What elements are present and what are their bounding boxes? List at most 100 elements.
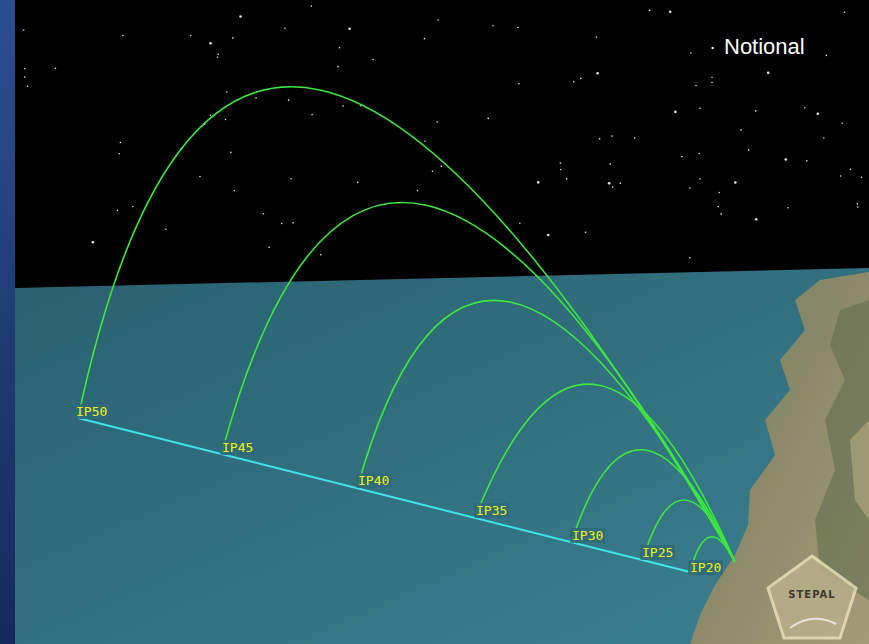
- star: [209, 42, 212, 45]
- trajectory-arc: [358, 300, 735, 562]
- ocean-surface: [15, 268, 869, 644]
- star: [857, 203, 859, 205]
- star: [348, 27, 351, 30]
- star: [284, 28, 286, 30]
- star: [787, 207, 789, 209]
- star: [436, 121, 438, 123]
- impact-point-label: IP45: [220, 440, 255, 455]
- star: [695, 85, 697, 87]
- star: [165, 228, 167, 230]
- star: [24, 68, 26, 70]
- star: [281, 223, 283, 225]
- star: [861, 176, 863, 178]
- star: [611, 135, 613, 137]
- star: [718, 192, 720, 194]
- night-sky: [15, 0, 869, 644]
- impact-point-label: IP20: [688, 560, 723, 575]
- star: [339, 47, 341, 49]
- star: [190, 35, 192, 37]
- star: [566, 178, 568, 180]
- star: [608, 182, 611, 185]
- impact-point-label: IP30: [570, 528, 605, 543]
- star: [674, 111, 677, 114]
- star: [288, 99, 290, 101]
- impact-point-label: IP25: [640, 545, 675, 560]
- star: [840, 175, 842, 177]
- star: [424, 140, 426, 142]
- star: [823, 137, 825, 139]
- coast-land: [690, 272, 869, 644]
- star: [132, 206, 134, 208]
- terrain-shading: [815, 300, 869, 600]
- star: [690, 52, 692, 54]
- star: [634, 137, 636, 139]
- star: [311, 114, 313, 116]
- star: [217, 53, 219, 55]
- star: [711, 47, 714, 50]
- star: [767, 72, 770, 75]
- star: [311, 5, 313, 7]
- star: [239, 15, 242, 18]
- star: [609, 163, 611, 165]
- impact-point-label: IP40: [356, 473, 391, 488]
- star: [233, 190, 235, 192]
- star: [711, 82, 713, 84]
- star: [806, 160, 808, 162]
- star: [432, 170, 434, 172]
- star: [612, 186, 614, 188]
- star: [547, 234, 550, 237]
- star: [681, 156, 683, 158]
- star: [437, 19, 439, 21]
- star: [755, 110, 757, 112]
- trajectory-arc: [78, 87, 735, 562]
- star: [699, 107, 701, 109]
- star: [669, 10, 672, 13]
- star: [596, 36, 598, 38]
- star: [199, 176, 201, 178]
- star: [292, 222, 294, 224]
- star: [217, 56, 219, 58]
- star: [689, 257, 691, 259]
- star: [717, 206, 719, 208]
- star: [424, 38, 426, 40]
- watermark-note: Notional: [724, 36, 805, 58]
- star: [537, 181, 540, 184]
- star: [441, 166, 443, 168]
- star: [699, 178, 701, 180]
- star: [850, 168, 852, 170]
- terrain-highlight: [850, 420, 869, 520]
- star: [585, 231, 587, 233]
- logo-text: STEPAL: [788, 590, 835, 600]
- star: [619, 182, 621, 184]
- star-field: [23, 5, 862, 258]
- trajectory-arc: [572, 450, 735, 562]
- star: [255, 97, 257, 99]
- star: [230, 152, 232, 154]
- star: [517, 27, 519, 29]
- star: [748, 149, 750, 151]
- star: [118, 153, 120, 155]
- star: [844, 11, 846, 13]
- star: [698, 153, 700, 155]
- star: [27, 85, 29, 87]
- star: [357, 182, 359, 184]
- star: [268, 247, 270, 249]
- logo-badge: [768, 556, 856, 638]
- star: [519, 222, 521, 224]
- star: [122, 35, 124, 37]
- logo-swoosh: [790, 619, 836, 628]
- star: [826, 55, 828, 57]
- star: [92, 241, 95, 244]
- star: [417, 190, 419, 192]
- star: [225, 119, 227, 121]
- star: [560, 162, 562, 164]
- trajectory-arcs: [78, 87, 735, 572]
- impact-point-label: IP50: [74, 404, 109, 419]
- star: [734, 181, 737, 184]
- star: [290, 178, 292, 180]
- star: [580, 78, 582, 80]
- star: [117, 210, 119, 212]
